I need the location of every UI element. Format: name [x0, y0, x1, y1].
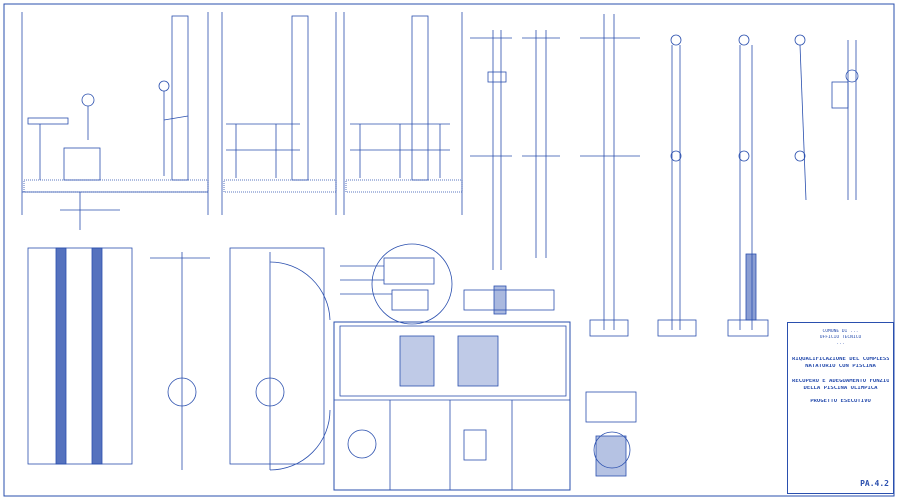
title-block: COMUNE DI ... UFFICIO TECNICO ... RIQUAL…: [787, 322, 894, 494]
subject-line-2: DELLA PISCINA OLIMPICA: [803, 386, 878, 391]
plan-view-grid: [229, 247, 331, 471]
title-header-3: ...: [836, 341, 845, 346]
elevation-post-3: [580, 14, 640, 337]
title-header-2: UFFICIO TECNICO: [819, 335, 862, 340]
plan-view-post-ring: [150, 252, 210, 470]
elevation-post-2: [522, 30, 560, 258]
subject-line-1: RECUPERO E ADEGUAMENTO FUNZIONALE: [792, 379, 889, 384]
detail-anchor-plate: [831, 40, 859, 200]
section-view-railing-1: [221, 12, 337, 215]
elevation-post-6: [794, 34, 807, 201]
project-title-line-2: NATATORIO CON PISCINA: [805, 364, 876, 369]
sheet-code: PA.4.2: [860, 479, 889, 488]
elevation-post-5: [727, 34, 769, 337]
detail-pipe-assembly: [463, 285, 555, 315]
elevation-post-1: [470, 30, 512, 270]
project-title-line-1: RIQUALIFICAZIONE DEL COMPLESSO: [792, 357, 889, 362]
detail-section-corner: [340, 243, 453, 325]
plan-view-tiles: [27, 247, 133, 465]
detail-panel-box: [333, 321, 571, 491]
title-header-1: COMUNE DI ...: [822, 329, 859, 334]
detail-foundation-bolts: [585, 391, 637, 477]
section-view-seating: [21, 12, 209, 230]
project-phase: PROGETTO ESECUTIVO: [810, 399, 871, 404]
section-view-railing-2: [343, 12, 463, 215]
elevation-post-4: [657, 34, 697, 337]
